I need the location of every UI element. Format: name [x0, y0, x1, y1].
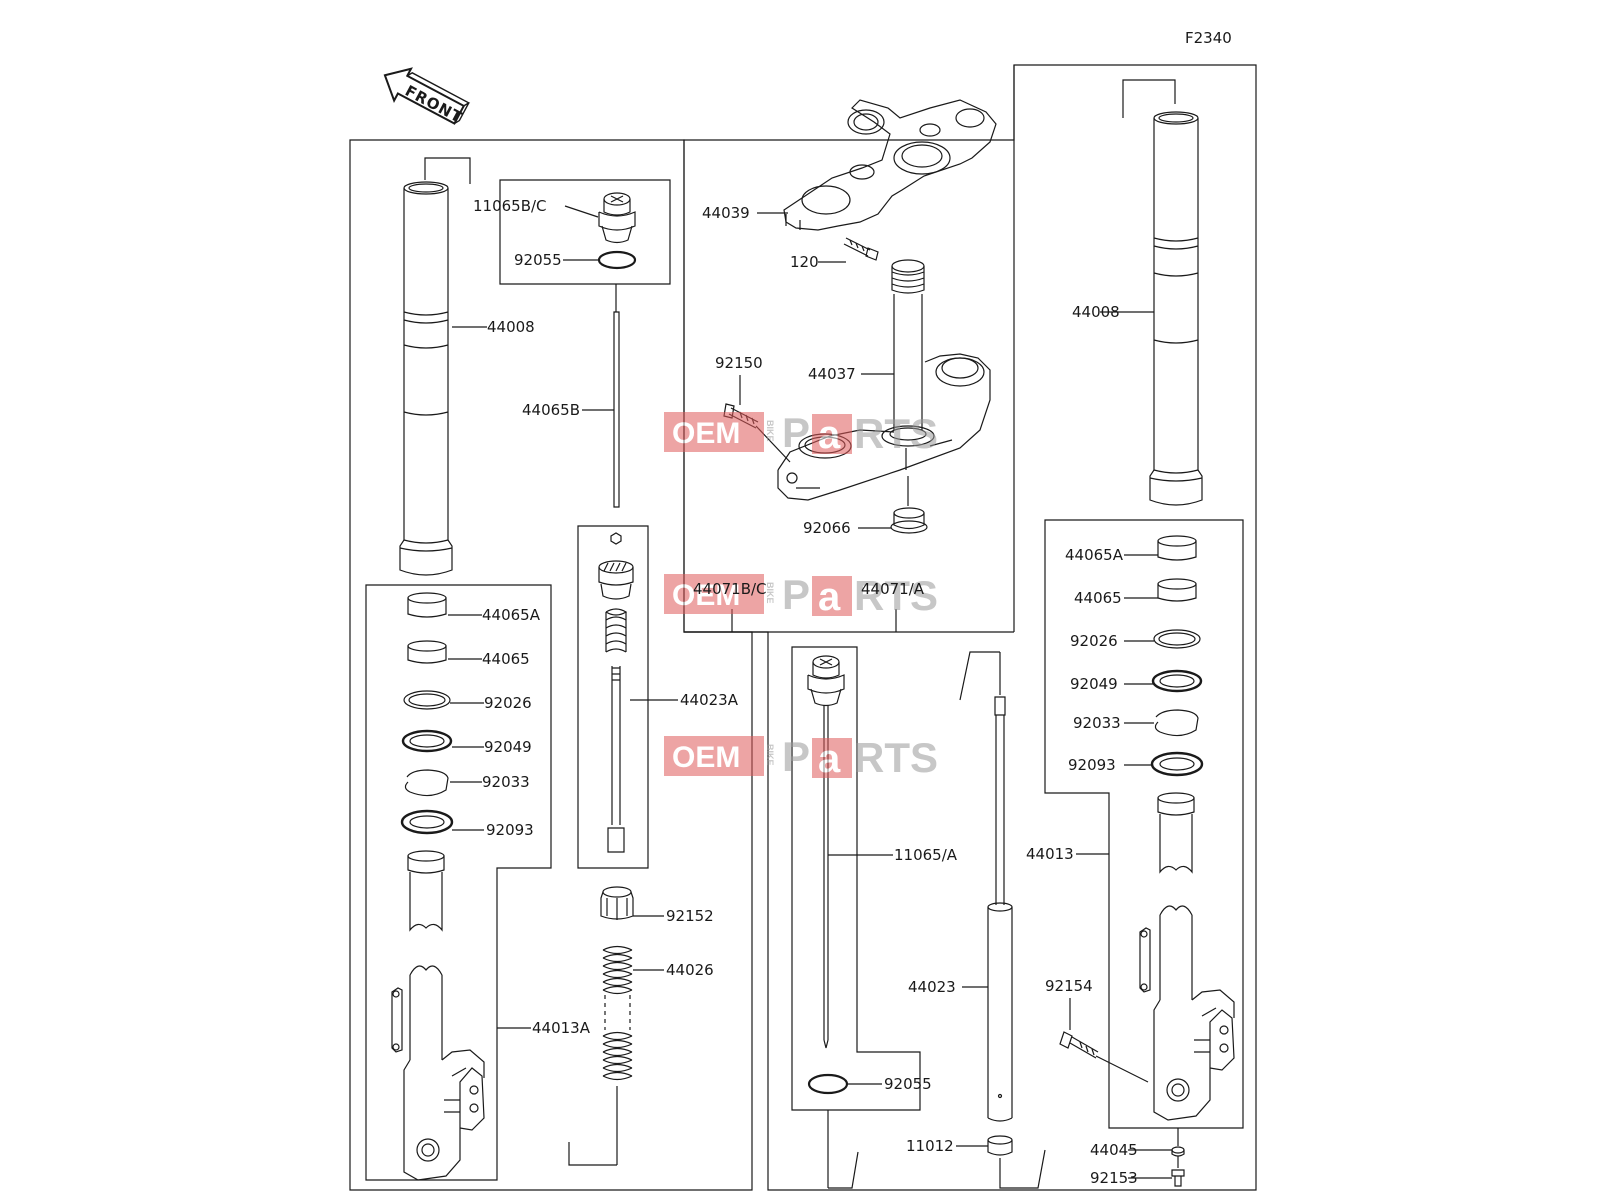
- part-label-p24[interactable]: 92033: [1073, 714, 1121, 732]
- washer-44045: [1172, 1147, 1184, 1156]
- axle-bolt-92154: [1060, 1032, 1148, 1082]
- part-label-p1[interactable]: 11065B/C: [473, 197, 547, 215]
- group-outlines: [350, 65, 1256, 1190]
- part-labels: 11065B/C 92055 44008 44065B 44039 120 92…: [473, 197, 1138, 1187]
- part-label-p23[interactable]: 92049: [1070, 675, 1118, 693]
- watermark-bottom: OEM BIKE P a RTS: [664, 733, 938, 781]
- part-label-p16[interactable]: 92093: [486, 821, 534, 839]
- part-label-p4[interactable]: 44065B: [522, 401, 580, 419]
- part-label-p9[interactable]: 92066: [803, 519, 851, 537]
- fork-top-cap: [599, 193, 635, 243]
- part-label-p26[interactable]: 92152: [666, 907, 714, 925]
- drain-bolt-92153: [1172, 1170, 1184, 1186]
- wm-p-text: P: [782, 733, 810, 780]
- wm-rts-text: RTS: [854, 572, 938, 619]
- part-label-p6[interactable]: 120: [790, 253, 819, 271]
- wm-oem-text: OEM: [672, 579, 740, 612]
- part-label-p36[interactable]: 92153: [1090, 1169, 1138, 1187]
- wm-rts-text: RTS: [854, 734, 938, 781]
- stem-nut-92066: [891, 508, 927, 533]
- part-label-p13[interactable]: 92026: [484, 694, 532, 712]
- right-cap-subgroup-box: [792, 647, 920, 1110]
- part-label-p18[interactable]: 44071B/C: [693, 580, 767, 598]
- right-outer-tube: [1140, 793, 1234, 1120]
- front-direction-arrow: [376, 59, 470, 132]
- part-label-p21[interactable]: 44065: [1074, 589, 1122, 607]
- left-fork-tube: [400, 158, 470, 575]
- wm-a-text: a: [818, 575, 841, 619]
- part-label-p32[interactable]: 92154: [1045, 977, 1093, 995]
- wm-a-text: a: [818, 737, 841, 781]
- part-label-p11[interactable]: 44065A: [482, 606, 541, 624]
- cap-subgroup-box: [500, 180, 670, 284]
- part-label-p12[interactable]: 44065: [482, 650, 530, 668]
- part-label-p10[interactable]: 44008: [1072, 303, 1120, 321]
- leader-lines: [448, 206, 1172, 1178]
- right-seal-subgroup-box: [1045, 520, 1243, 1128]
- part-label-p20[interactable]: 44065A: [1065, 546, 1124, 564]
- part-label-p14[interactable]: 92049: [484, 738, 532, 756]
- part-label-p33[interactable]: 92055: [884, 1075, 932, 1093]
- part-label-p15[interactable]: 92033: [482, 773, 530, 791]
- left-seal-subgroup-box: [366, 585, 551, 1180]
- clamp-bolt-120: [844, 238, 878, 260]
- wm-bike-text: BIKE: [765, 582, 775, 604]
- top-right-assembly-boundary: [684, 65, 1256, 1190]
- left-seal-stack: [402, 593, 452, 833]
- part-label-p8[interactable]: 44037: [808, 365, 856, 383]
- part-label-p17[interactable]: 44023A: [680, 691, 739, 709]
- part-label-p29[interactable]: 11065/A: [894, 846, 958, 864]
- wm-p-text: P: [782, 409, 810, 456]
- left-outer-tube: [392, 851, 484, 1180]
- part-label-p34[interactable]: 11012: [906, 1137, 954, 1155]
- o-ring-lower: [809, 1075, 847, 1093]
- part-label-p19[interactable]: 44071/A: [861, 580, 925, 598]
- wm-bike-text: BIKE: [765, 744, 775, 766]
- part-label-p31[interactable]: 44023: [908, 978, 956, 996]
- damper-rod-assembly-left: [599, 533, 633, 852]
- wm-bike-text: BIKE: [765, 420, 775, 442]
- watermark-top: OEM BIKE P a RTS: [664, 409, 938, 457]
- cartridge-44023: [960, 652, 1012, 1121]
- part-label-p27[interactable]: 44026: [666, 961, 714, 979]
- part-label-p7[interactable]: 92150: [715, 354, 763, 372]
- steering-stem-lower-clamp: [778, 260, 990, 500]
- figure-code: F2340: [1185, 29, 1232, 47]
- wm-oem-text: OEM: [672, 417, 740, 450]
- wm-rts-text: RTS: [854, 410, 938, 457]
- o-ring-upper: [599, 252, 635, 268]
- damper-rod-subgroup-box: [578, 526, 648, 868]
- right-fork-tube: [1123, 80, 1202, 505]
- part-label-p2[interactable]: 92055: [514, 251, 562, 269]
- spring-collar: [601, 887, 633, 920]
- watermark-middle: OEM BIKE P a RTS: [664, 571, 938, 619]
- right-seal-stack: [1152, 536, 1202, 775]
- collar-11012: [988, 1136, 1012, 1155]
- part-label-p28[interactable]: 44013A: [532, 1019, 591, 1037]
- part-label-p22[interactable]: 92026: [1070, 632, 1118, 650]
- fork-spring-left: [569, 947, 632, 1166]
- upper-triple-clamp: [784, 100, 996, 230]
- part-label-p3[interactable]: 44008: [487, 318, 535, 336]
- wm-oem-text: OEM: [672, 741, 740, 774]
- watermark-logos: OEM BIKE P a RTS OEM BIKE P a RTS OEM BI…: [664, 409, 938, 781]
- part-label-p30[interactable]: 44013: [1026, 845, 1074, 863]
- part-label-p5[interactable]: 44039: [702, 204, 750, 222]
- wm-a-text: a: [818, 413, 841, 457]
- adjuster-rod: [614, 284, 619, 507]
- right-fork-cap-rod: [808, 656, 844, 1048]
- part-label-p35[interactable]: 44045: [1090, 1141, 1138, 1159]
- wm-p-text: P: [782, 571, 810, 618]
- part-label-p25[interactable]: 92093: [1068, 756, 1116, 774]
